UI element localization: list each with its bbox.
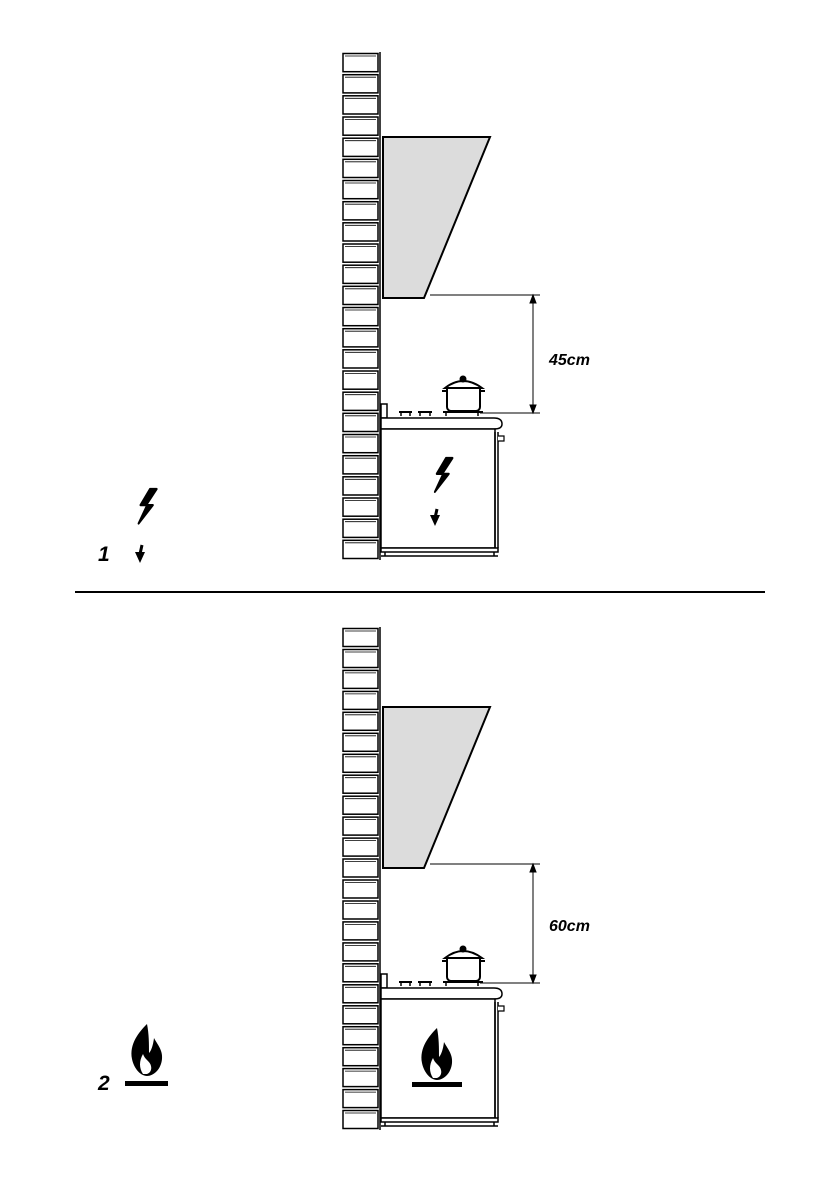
panel-number-label: 1 xyxy=(98,543,110,566)
lightning-bolt-icon xyxy=(135,489,157,563)
brick-wall xyxy=(343,627,380,1130)
brick-wall xyxy=(343,52,380,560)
cooker-body xyxy=(381,429,504,556)
clearance-label: 45cm xyxy=(548,352,590,369)
cooker-hood xyxy=(383,707,490,868)
cooker-hood xyxy=(383,137,490,298)
panel-electric: 45cm xyxy=(98,52,590,566)
clearance-label: 60cm xyxy=(549,918,590,935)
cooking-pot xyxy=(442,947,485,982)
panel-gas: 60cm 2 xyxy=(97,627,590,1130)
hob-top xyxy=(381,974,502,999)
panel-number-label: 2 xyxy=(97,1072,110,1095)
gas-flame-icon xyxy=(125,1024,168,1086)
hob-top xyxy=(381,404,502,429)
cooking-pot xyxy=(442,377,485,412)
